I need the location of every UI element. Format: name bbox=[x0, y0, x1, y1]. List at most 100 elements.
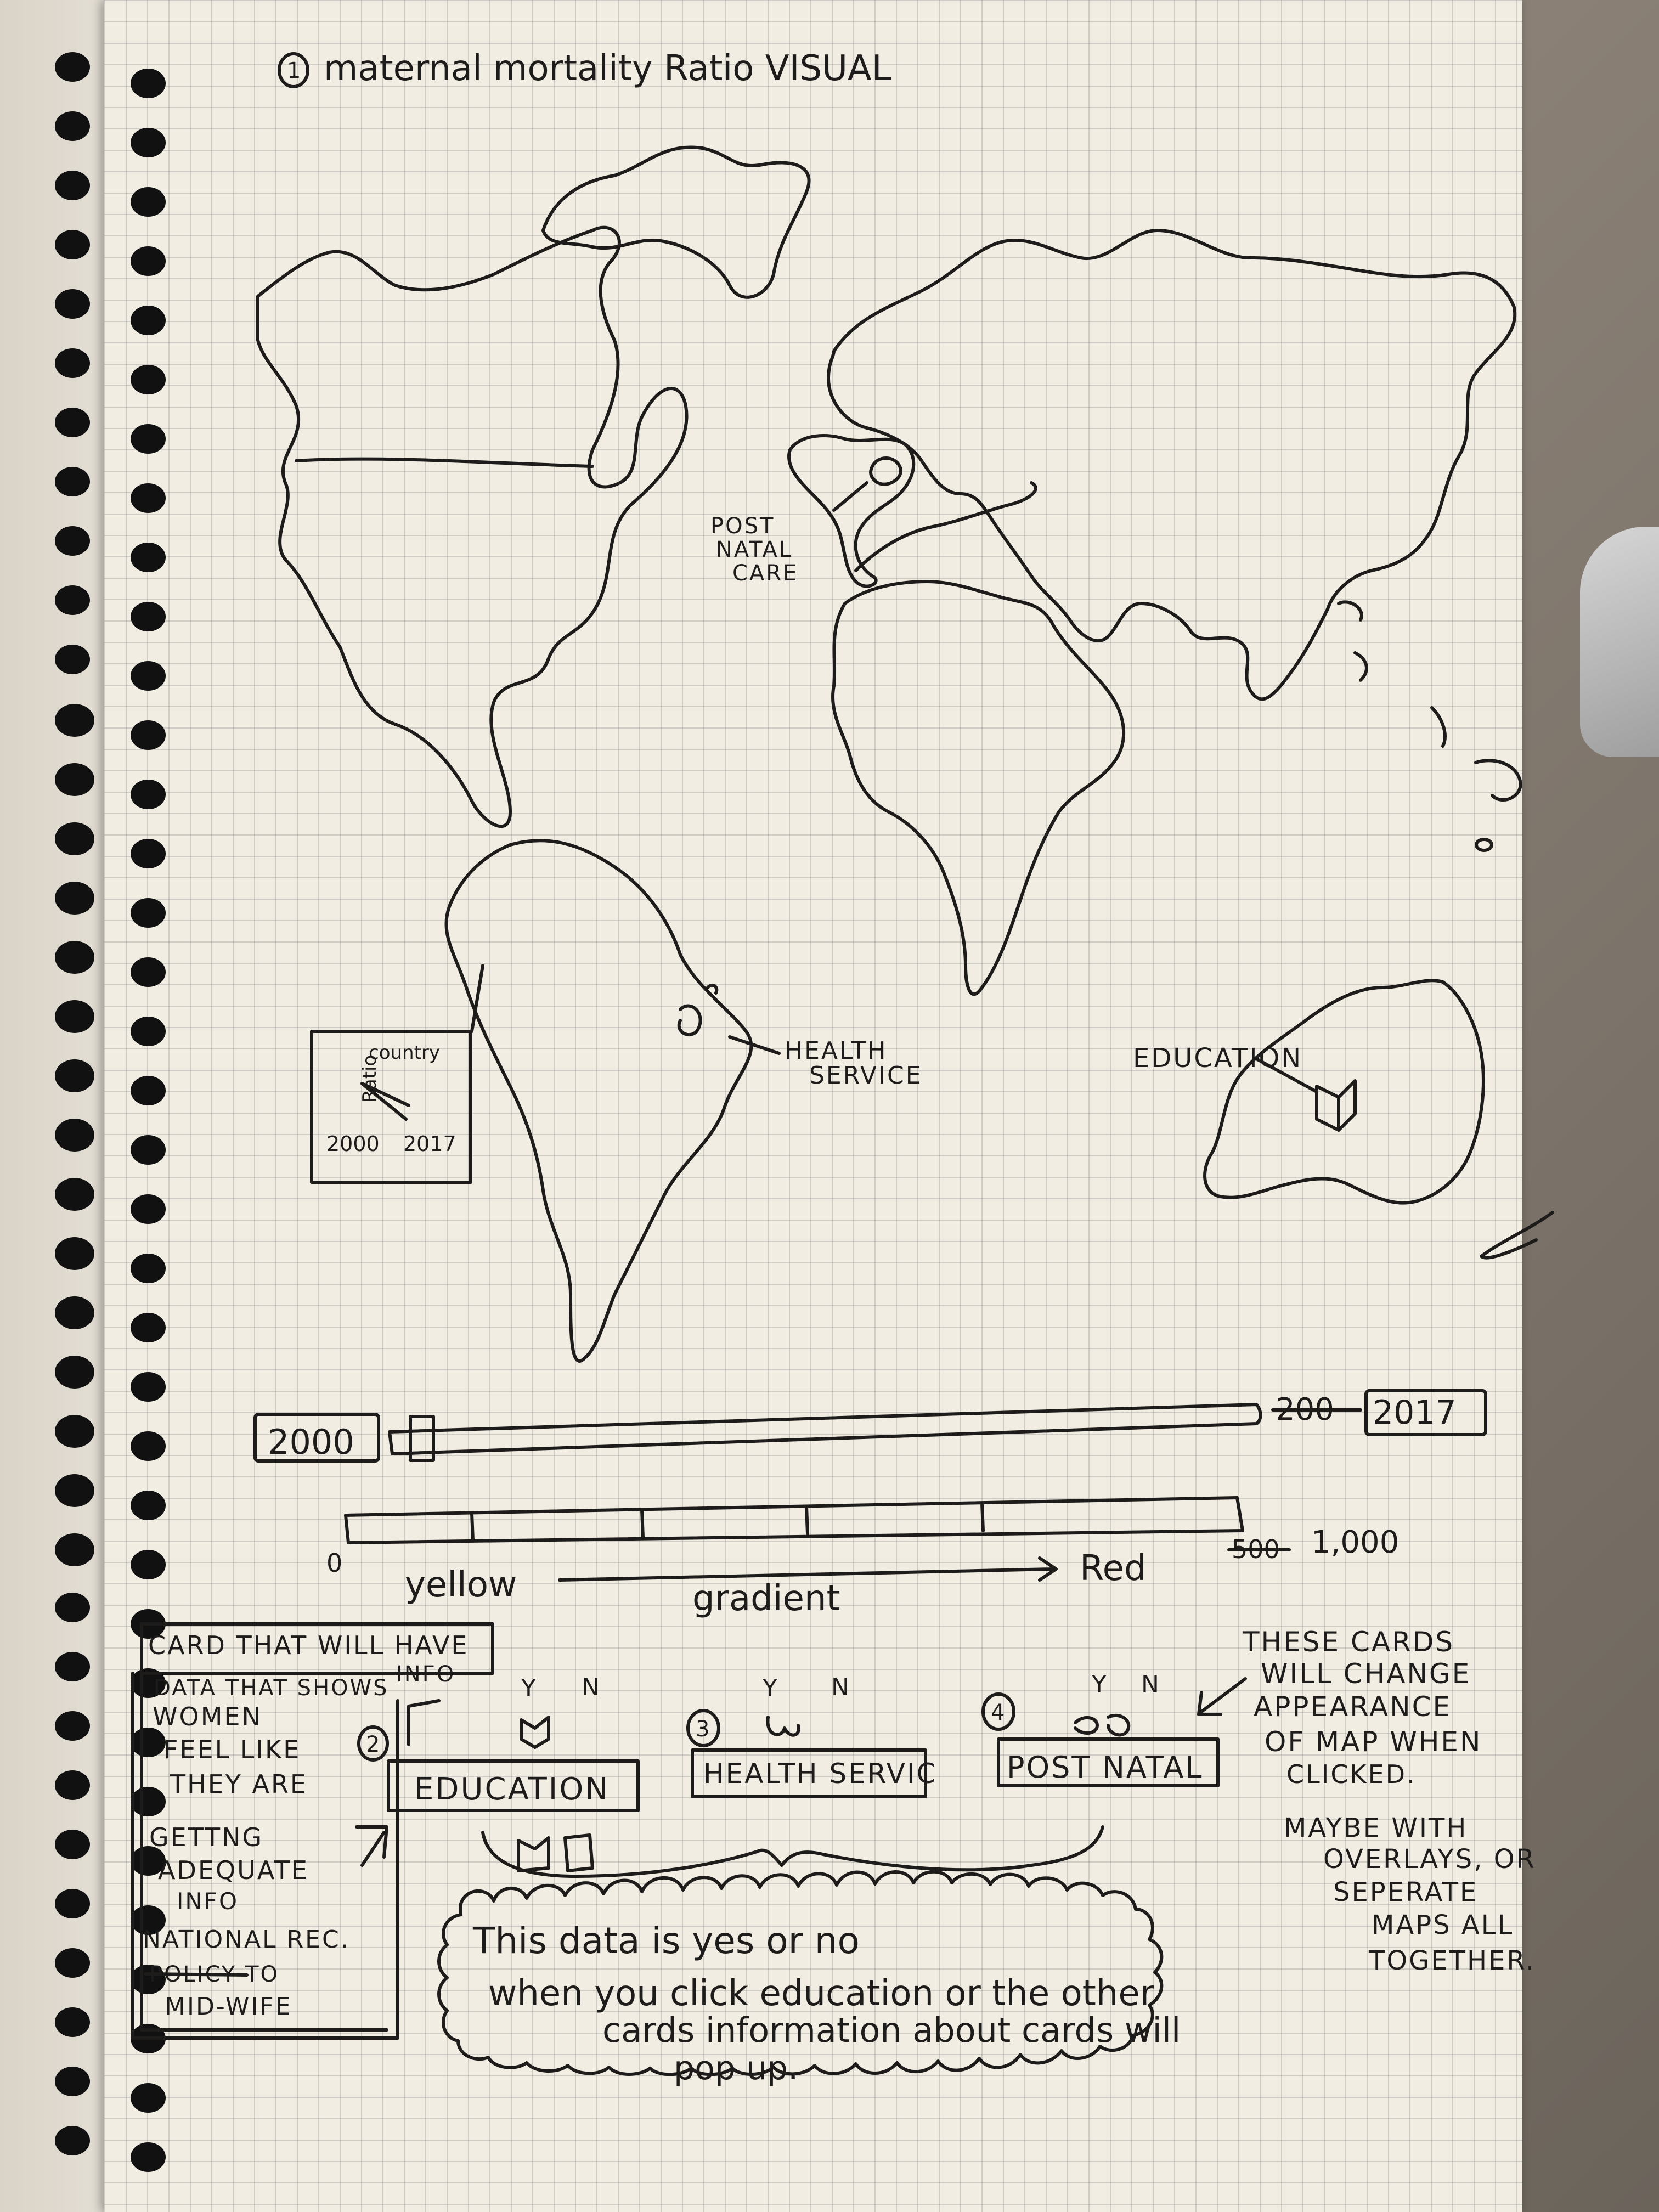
color-scale-middle-word: gradient bbox=[692, 1578, 840, 1619]
cards-note-line-1: THESE CARDS bbox=[1242, 1626, 1454, 1658]
note-cloud bbox=[437, 1870, 1164, 2076]
card-4-no: N bbox=[1141, 1671, 1159, 1699]
spiral-hole bbox=[131, 543, 166, 572]
map-japan bbox=[1337, 600, 1368, 682]
inset-chart-pointer bbox=[470, 964, 484, 1033]
cards-brace bbox=[481, 1825, 1104, 1878]
spiral-hole bbox=[131, 1491, 166, 1520]
label-post: POST bbox=[710, 514, 775, 539]
spiral-hole bbox=[55, 52, 90, 82]
gradient-arrow-head bbox=[1038, 1556, 1058, 1582]
color-scale-tick-3 bbox=[805, 1505, 809, 1536]
spiral-hole bbox=[131, 661, 166, 691]
card-health-service[interactable] bbox=[691, 1748, 927, 1798]
spiral-hole bbox=[55, 822, 94, 855]
spiral-hole bbox=[131, 1254, 166, 1283]
color-scale-max: 1,000 bbox=[1311, 1525, 1399, 1560]
info-card-arrow-head bbox=[355, 1825, 388, 1859]
card-2-number-circle bbox=[357, 1725, 389, 1762]
info-card-line-1: DATA THAT SHOWS bbox=[154, 1675, 389, 1701]
spiral-hole bbox=[131, 898, 166, 928]
map-north-america bbox=[256, 225, 689, 828]
inset-chart-x-start: 2000 bbox=[326, 1132, 380, 1156]
spiral-hole bbox=[55, 1948, 90, 1978]
spiral-hole bbox=[131, 69, 166, 98]
spiral-hole bbox=[131, 1550, 166, 1579]
spiral-hole bbox=[55, 1178, 94, 1211]
education-pointer bbox=[1255, 1057, 1318, 1093]
gradient-arrow-shaft bbox=[558, 1567, 1055, 1582]
map-islet bbox=[1475, 838, 1493, 852]
notebook-page bbox=[104, 0, 1522, 2212]
color-scale-min: 0 bbox=[326, 1548, 342, 1578]
spiral-hole bbox=[131, 839, 166, 868]
cards-note-line-2: WILL CHANGE bbox=[1261, 1658, 1471, 1690]
spiral-hole bbox=[55, 704, 94, 737]
cards-note-line-3: APPEARANCE bbox=[1254, 1691, 1452, 1723]
spiral-hole bbox=[55, 1474, 94, 1507]
spiral-hole bbox=[55, 645, 90, 674]
cards-note-arrow-head bbox=[1197, 1691, 1222, 1716]
education-book-icon bbox=[1315, 1079, 1357, 1132]
spiral-hole bbox=[55, 1356, 94, 1389]
spiral-hole bbox=[55, 2126, 90, 2155]
spiral-hole bbox=[131, 1313, 166, 1342]
health-service-pointer bbox=[728, 1035, 781, 1055]
spiral-hole bbox=[131, 2083, 166, 2113]
map-europe bbox=[787, 434, 916, 588]
card-2-number: 2 bbox=[366, 1732, 380, 1757]
spiral-hole bbox=[131, 720, 166, 750]
spiral-hole bbox=[55, 467, 90, 496]
spiral-hole bbox=[55, 941, 94, 974]
cards-note-line-10: TOGETHER. bbox=[1368, 1945, 1536, 1976]
inset-chart-ylabel: Ratio bbox=[359, 1055, 381, 1103]
info-card-line-7: INFO bbox=[177, 1888, 239, 1915]
spiral-hole bbox=[131, 780, 166, 809]
spiral-hole bbox=[131, 246, 166, 276]
spiral-hole bbox=[55, 1770, 90, 1800]
card-3-number-circle bbox=[686, 1709, 720, 1747]
spiral-hole bbox=[131, 128, 166, 157]
post-natal-pointer bbox=[832, 481, 868, 512]
label-education: EDUCATION bbox=[1133, 1043, 1302, 1074]
info-card-line-4: THEY ARE bbox=[170, 1769, 308, 1799]
spiral-hole bbox=[131, 1017, 166, 1046]
cards-note-line-5: CLICKED. bbox=[1286, 1759, 1417, 1789]
spiral-hole bbox=[55, 1000, 94, 1033]
spiral-hole bbox=[55, 2007, 90, 2037]
label-service: SERVICE bbox=[809, 1062, 923, 1090]
spiral-hole bbox=[55, 171, 90, 200]
color-scale-tick-4 bbox=[980, 1502, 985, 1532]
map-new-zealand bbox=[1480, 1211, 1554, 1260]
color-scale-end-word: Red bbox=[1080, 1548, 1147, 1589]
timeline-start-box bbox=[253, 1413, 380, 1463]
spiral-hole bbox=[55, 1059, 94, 1092]
timeline-handle[interactable] bbox=[409, 1415, 435, 1462]
info-card-strike bbox=[144, 1972, 249, 1977]
spiral-hole bbox=[55, 408, 90, 437]
card-education[interactable] bbox=[387, 1759, 640, 1812]
map-africa bbox=[831, 580, 1126, 996]
label-natal: NATAL bbox=[716, 537, 793, 562]
timeline-track bbox=[388, 1403, 1262, 1455]
spiral-hole bbox=[55, 882, 94, 915]
info-card-line-3: FEEL LIKE bbox=[163, 1735, 301, 1764]
laptop-corner bbox=[1580, 527, 1659, 757]
card-3-stethoscope-icon bbox=[766, 1716, 800, 1737]
info-card-body-frame bbox=[131, 1672, 399, 2040]
card-4-number-circle bbox=[981, 1692, 1015, 1731]
info-card-line-2: WOMEN bbox=[153, 1702, 262, 1731]
map-indonesia bbox=[1430, 706, 1522, 802]
spiral-hole bbox=[55, 289, 90, 319]
info-card-heading: CARD THAT WILL HAVE bbox=[148, 1630, 469, 1660]
cloud-note-line-3: cards information about cards will bbox=[602, 2010, 1181, 2050]
cloud-note-line-1: This data is yes or no bbox=[472, 1920, 860, 1962]
spiral-hole bbox=[131, 187, 166, 217]
label-health: HEALTH bbox=[785, 1037, 887, 1065]
spiral-hole bbox=[55, 2067, 90, 2096]
card-post-natal[interactable] bbox=[997, 1737, 1220, 1787]
spiral-hole bbox=[131, 1372, 166, 1402]
spiral-hole bbox=[131, 2142, 166, 2172]
spiral-hole bbox=[55, 1652, 90, 1681]
